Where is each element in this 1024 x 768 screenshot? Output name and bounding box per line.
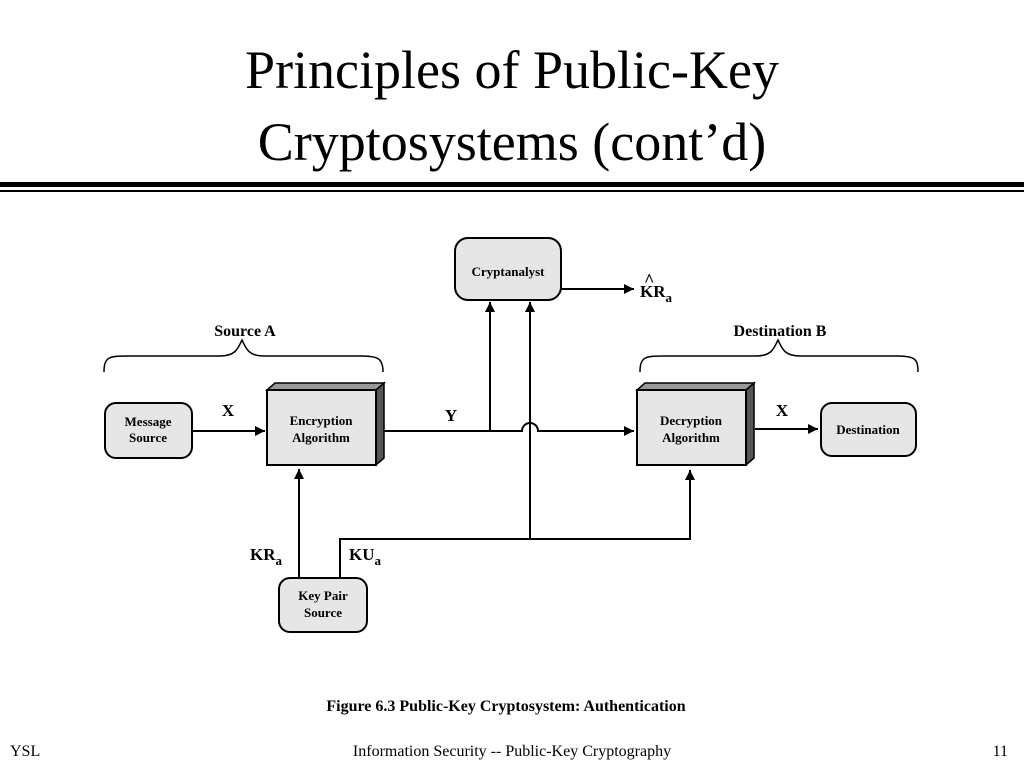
edge-encryption-to-decryption (384, 422, 634, 436)
decryption-algorithm-node: Decryption Algorithm (635, 381, 756, 467)
destination-b-label: Destination B (734, 323, 827, 340)
estimate-sub: a (666, 290, 673, 305)
public-key-sub: a (375, 553, 382, 568)
decryption-line-2: Algorithm (662, 430, 720, 445)
edge-label-x-in: X (222, 401, 235, 420)
encryption-algorithm-node: Encryption Algorithm (265, 381, 386, 467)
key-pair-source-node: Key Pair Source (278, 577, 368, 633)
title-divider-thin (0, 190, 1024, 192)
destination-label: Destination (836, 422, 900, 437)
message-source-line-2: Source (129, 430, 167, 445)
message-source-line-1: Message (125, 414, 172, 429)
estimate-hat: ^ (644, 270, 654, 290)
title-divider-thick (0, 182, 1024, 187)
slide-title-line-2: Cryptosystems (cont’d) (257, 112, 767, 172)
key-pair-line-2: Source (304, 605, 342, 620)
decryption-line-1: Decryption (660, 413, 723, 428)
public-key-base: KU (349, 545, 375, 564)
footer-author: YSL (10, 743, 41, 760)
footer-page-number: 11 (992, 743, 1008, 760)
cryptanalyst-node: Cryptanalyst (454, 237, 562, 301)
source-a-brace (103, 338, 384, 373)
key-pair-line-1: Key Pair (298, 588, 348, 603)
edge-label-y: Y (445, 406, 457, 425)
slide-title-line-1: Principles of Public-Key (245, 40, 779, 100)
source-a-label: Source A (214, 323, 276, 340)
estimate-base: KR (640, 282, 666, 301)
public-key-label: KUa (349, 545, 382, 568)
encryption-line-1: Encryption (290, 413, 354, 428)
footer-course-title: Information Security -- Public-Key Crypt… (352, 743, 672, 760)
edge-public-key-to-decryption (339, 470, 695, 578)
cryptanalyst-label: Cryptanalyst (472, 264, 546, 279)
private-key-sub: a (276, 553, 283, 568)
edge-label-x-out: X (776, 401, 789, 420)
encryption-line-2: Algorithm (292, 430, 350, 445)
message-source-node: Message Source (104, 402, 193, 459)
destination-b-brace (639, 338, 919, 373)
estimated-private-key-label: KRa (640, 282, 673, 305)
destination-node: Destination (820, 402, 917, 457)
figure-caption: Figure 6.3 Public-Key Cryptosystem: Auth… (326, 698, 685, 715)
private-key-label: KRa (250, 545, 283, 568)
private-key-base: KR (250, 545, 276, 564)
